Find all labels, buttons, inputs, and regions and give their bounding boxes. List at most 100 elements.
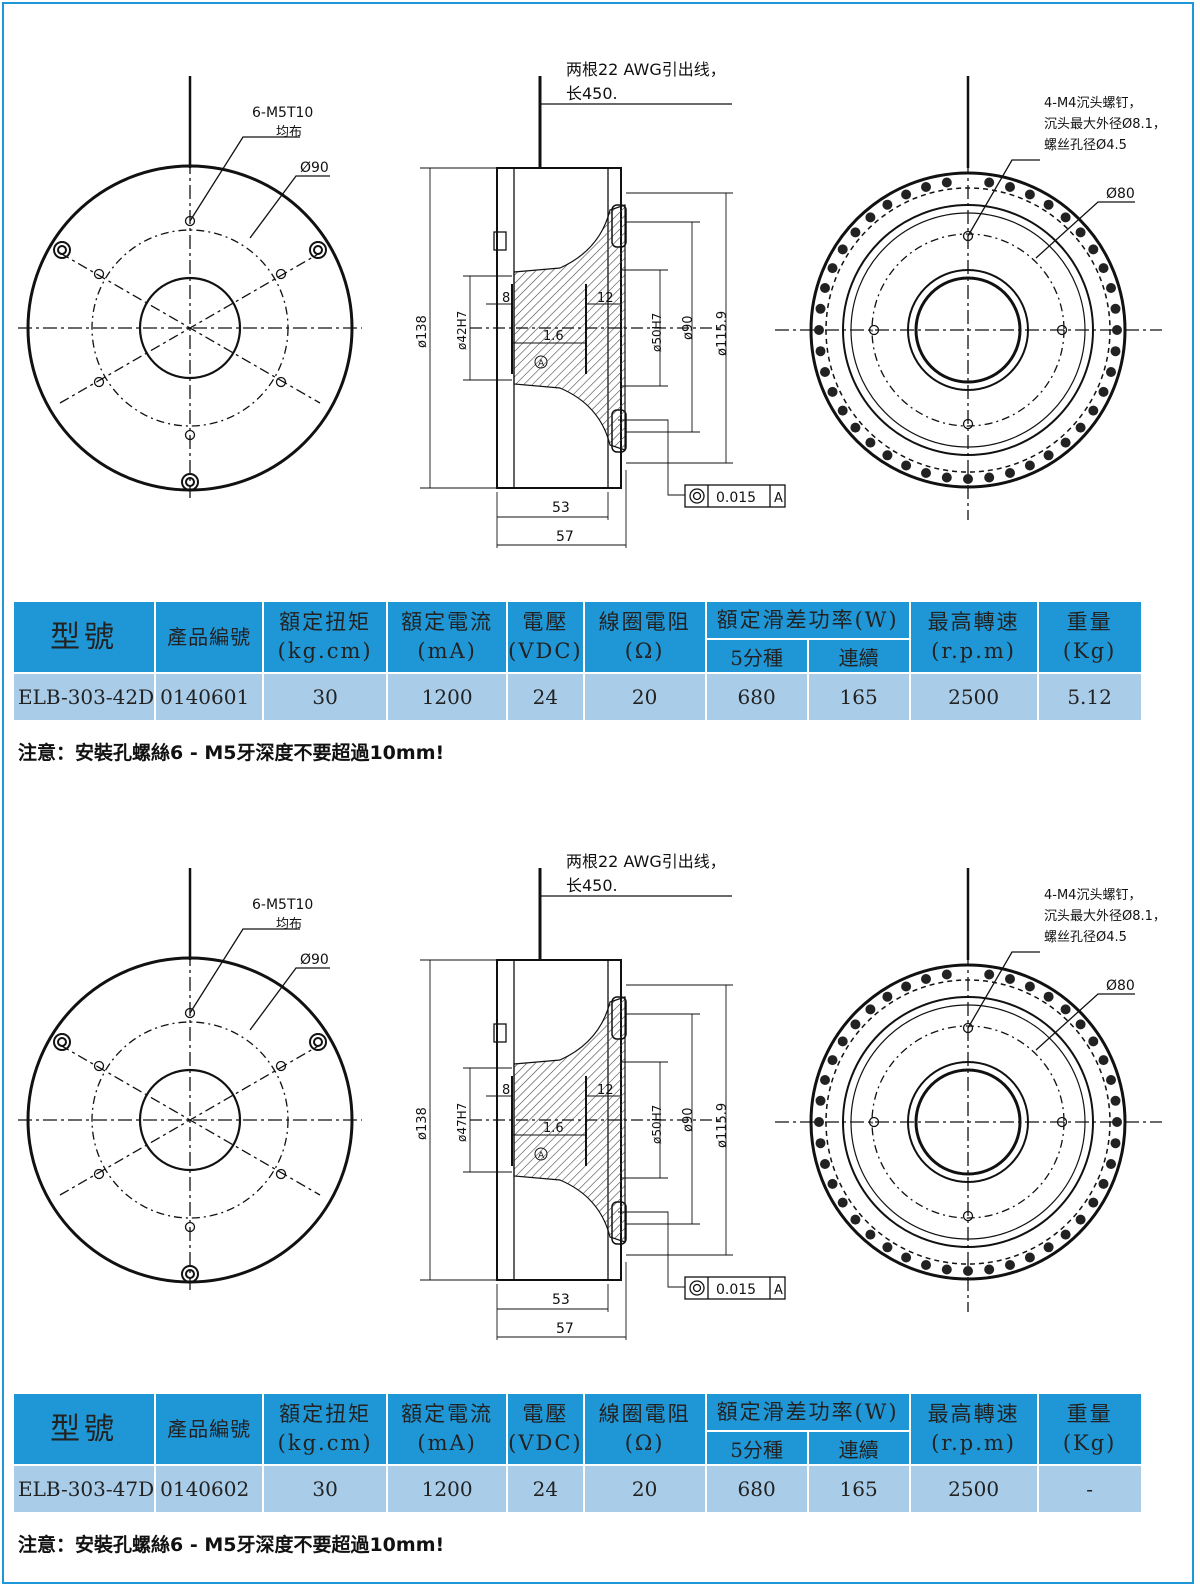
- header-speed: 最高轉速(r.p.m): [908, 1392, 1039, 1466]
- svg-text:57: 57: [556, 529, 574, 545]
- cell-product-no: 0140601: [154, 672, 265, 722]
- gear-tooth: [865, 1004, 876, 1015]
- gear-tooth: [827, 263, 838, 274]
- gear-tooth: [1106, 283, 1116, 293]
- gear-tooth: [1043, 991, 1054, 1002]
- svg-text:均布: 均布: [276, 125, 302, 140]
- cell-speed: 2500: [908, 1464, 1039, 1514]
- gear-tooth: [1112, 325, 1122, 335]
- cell-product-no: 0140602: [154, 1464, 265, 1514]
- header-resistance: 線圈電阻(Ω): [582, 600, 707, 674]
- gear-tooth: [984, 177, 995, 188]
- svg-text:螺丝孔径Ø4.5: 螺丝孔径Ø4.5: [1044, 930, 1127, 945]
- header-model: 型號: [11, 1392, 157, 1466]
- gear-tooth: [815, 1095, 826, 1106]
- svg-text:两根22 AWG引出线，: 两根22 AWG引出线，: [566, 60, 726, 79]
- header-slip-power: 額定滑差功率(W): [704, 1392, 911, 1432]
- svg-text:螺丝孔径Ø4.5: 螺丝孔径Ø4.5: [1044, 138, 1127, 153]
- gear-tooth: [850, 227, 861, 238]
- gear-tooth: [1060, 212, 1071, 223]
- gear-tooth: [1106, 1075, 1116, 1085]
- gear-tooth: [827, 1178, 838, 1189]
- gear-tooth: [865, 212, 876, 223]
- svg-text:1.6: 1.6: [543, 329, 564, 344]
- svg-text:0.015: 0.015: [716, 490, 756, 506]
- svg-text:6-M5T10: 6-M5T10: [252, 105, 313, 121]
- cell-slip-5min: 680: [704, 1464, 809, 1514]
- header-current: 額定電流(mA): [386, 600, 509, 674]
- cell-torque: 30: [262, 1464, 389, 1514]
- gear-tooth: [827, 1055, 838, 1066]
- gear-tooth: [850, 1019, 861, 1030]
- header-model: 型號: [11, 600, 157, 674]
- gear-tooth: [1024, 460, 1035, 471]
- gear-tooth: [1005, 974, 1015, 984]
- gear-tooth: [882, 991, 893, 1002]
- svg-text:ø42H7: ø42H7: [455, 311, 469, 350]
- front-view-left: [18, 76, 362, 498]
- gear-tooth: [837, 405, 848, 416]
- gear-tooth: [815, 303, 826, 314]
- svg-text:Ø80: Ø80: [1106, 186, 1135, 202]
- gear-tooth: [1024, 189, 1035, 200]
- installation-note: 注意：安裝孔螺絲6 - M5牙深度不要超過10mm!: [18, 1534, 445, 1556]
- header-product-no: 產品編號: [154, 1392, 265, 1466]
- gear-tooth: [1088, 1197, 1099, 1208]
- svg-text:Ø80: Ø80: [1106, 978, 1135, 994]
- svg-text:ø115.9: ø115.9: [715, 311, 730, 356]
- gear-tooth: [963, 474, 973, 484]
- gear-tooth: [1098, 1178, 1109, 1189]
- cell-current: 1200: [386, 672, 509, 722]
- gear-tooth: [941, 177, 952, 188]
- header-product-no: 產品編號: [154, 600, 265, 674]
- cell-weight: -: [1036, 1464, 1143, 1514]
- svg-text:两根22 AWG引出线，: 两根22 AWG引出线，: [566, 852, 726, 871]
- rear-view-right: [775, 868, 1162, 1312]
- gear-tooth: [984, 969, 995, 980]
- gear-tooth: [1075, 422, 1086, 433]
- cell-slip-continuous: 165: [806, 1464, 911, 1514]
- svg-text:ø90: ø90: [681, 1108, 696, 1133]
- rear-view-right: [775, 76, 1162, 520]
- svg-text:8: 8: [502, 1083, 510, 1098]
- gear-tooth: [1110, 1138, 1121, 1149]
- cell-resistance: 20: [582, 1464, 707, 1514]
- svg-text:ø138: ø138: [415, 1107, 430, 1140]
- gear-tooth: [1110, 346, 1121, 357]
- gear-tooth: [1060, 1229, 1071, 1240]
- header-weight: 重量(Kg): [1036, 600, 1143, 674]
- svg-text:4-M4沉头螺钉，: 4-M4沉头螺钉，: [1044, 888, 1141, 903]
- header-torque: 額定扭矩(kg.cm): [262, 600, 389, 674]
- gear-tooth: [901, 460, 912, 471]
- header-slip-continuous: 連續: [806, 638, 911, 674]
- header-speed: 最高轉速(r.p.m): [908, 600, 1039, 674]
- header-resistance: 線圈電阻(Ω): [582, 1392, 707, 1466]
- gear-tooth: [814, 1117, 824, 1127]
- gear-tooth: [1043, 199, 1054, 210]
- svg-text:0.015: 0.015: [716, 1282, 756, 1298]
- gear-tooth: [1024, 1252, 1035, 1263]
- svg-text:6-M5T10: 6-M5T10: [252, 897, 313, 913]
- header-slip-continuous: 連續: [806, 1430, 911, 1466]
- gear-tooth: [1005, 182, 1015, 192]
- header-voltage: 電壓(VDC): [506, 1392, 585, 1466]
- installation-note: 注意：安裝孔螺絲6 - M5牙深度不要超過10mm!: [18, 742, 445, 764]
- gear-tooth: [827, 386, 838, 397]
- cell-torque: 30: [262, 672, 389, 722]
- cell-weight: 5.12: [1036, 672, 1143, 722]
- gear-tooth: [1098, 386, 1109, 397]
- header-current: 額定電流(mA): [386, 1392, 509, 1466]
- gear-tooth: [901, 981, 912, 992]
- gear-tooth: [837, 244, 848, 255]
- svg-text:Ø90: Ø90: [300, 160, 329, 176]
- svg-text:ø50H7: ø50H7: [650, 313, 664, 352]
- gear-tooth: [882, 1242, 893, 1253]
- svg-text:A: A: [538, 1151, 545, 1161]
- gear-tooth: [984, 1264, 995, 1275]
- gear-tooth: [1106, 1159, 1116, 1169]
- gear-tooth: [1060, 437, 1071, 448]
- gear-tooth: [882, 450, 893, 461]
- gear-tooth: [1024, 981, 1035, 992]
- gear-tooth: [1075, 227, 1086, 238]
- technical-drawing: 两根22 AWG引出线， 长450. 6-M5T10 均布 Ø90 4-M4沉头…: [18, 60, 1166, 548]
